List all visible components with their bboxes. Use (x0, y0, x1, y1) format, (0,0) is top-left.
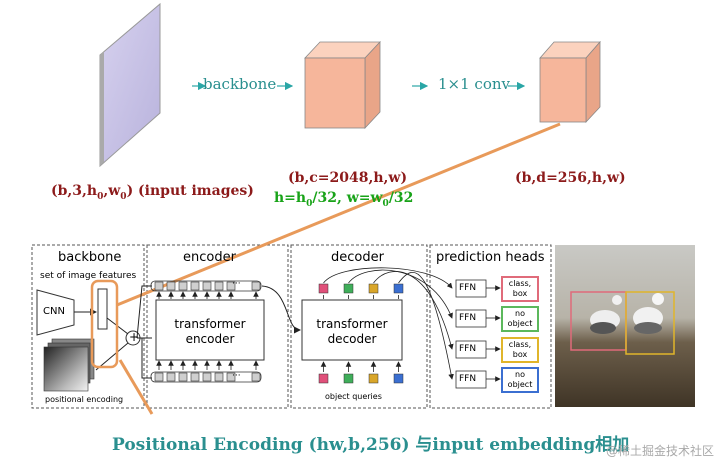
ffn-outputs (455, 276, 539, 393)
prediction-output-box (501, 306, 539, 332)
decoder-output-square (368, 283, 379, 294)
conv-dims-label: (b,d=256,h,w) (515, 170, 626, 186)
decoder-box-line2: decoder (327, 332, 377, 346)
feature-highlight-box (90, 279, 119, 369)
conv-step-label: 1×1 conv (438, 75, 510, 93)
encoder-token (166, 281, 176, 291)
object-query-square (368, 373, 379, 384)
backbone-panel-title: backbone (58, 250, 122, 265)
encoder-pos-token (178, 372, 188, 382)
backbone-hw-label: h=h0/32, w=w0/32 (274, 190, 414, 209)
positional-encoding-caption: positional encoding (45, 395, 124, 404)
transformer-decoder-box (301, 299, 403, 361)
prediction-output-box (501, 337, 539, 363)
backbone-step-label: backbone (203, 75, 277, 93)
decoder-panel (290, 244, 428, 409)
image-features-caption: set of image features (40, 271, 137, 281)
encoder-panel (146, 244, 289, 409)
encoder-pos-token (251, 372, 261, 382)
encoder-token (190, 281, 200, 291)
prediction-output-label: class,box (508, 340, 532, 359)
image-features-bar (97, 288, 108, 330)
decoder-output-squares (318, 283, 404, 299)
ffn-label: FFN (459, 344, 477, 354)
encoder-pos-token (166, 372, 176, 382)
prediction-output-label: class,box (508, 279, 532, 298)
decoder-output-square (393, 283, 404, 294)
encoder-token (251, 281, 261, 291)
cnn-label: CNN (43, 306, 65, 317)
object-queries-caption: object queries (325, 392, 382, 401)
decoder-output-square (318, 283, 329, 294)
watermark: @稀土掘金技术社区 (605, 444, 714, 458)
add-symbol: + (129, 330, 140, 344)
encoder-token (154, 281, 164, 291)
ffn-box (455, 309, 487, 328)
encoder-pos-tokens (154, 372, 261, 382)
seagull-photo (555, 245, 695, 407)
transformer-encoder-box (155, 299, 265, 361)
backbone-dims-label: (b,c=2048,h,w) (288, 170, 408, 186)
conv-feature-cube (539, 40, 601, 124)
prediction-heads-panel (429, 244, 552, 409)
cnn-block (36, 289, 75, 336)
encoder-pos-token (202, 372, 212, 382)
input-dims-label: (b,3,h0,w0) (input images) (51, 183, 254, 202)
bottom-caption: Positional Encoding (hw,b,256) 与input em… (112, 435, 630, 455)
encoder-token (202, 281, 212, 291)
ffn-label: FFN (459, 313, 477, 323)
object-query-square (393, 373, 404, 384)
encoder-pos-token (214, 372, 224, 382)
ffn-box (455, 279, 487, 298)
backbone-feature-cube (304, 40, 381, 130)
ffn-label: FFN (459, 374, 477, 384)
object-query-square (343, 373, 354, 384)
encoder-pos-token (226, 372, 236, 382)
backbone-panel (31, 244, 145, 409)
encoder-top-dots: ··· (232, 279, 241, 289)
ffn-box (455, 370, 487, 389)
encoder-input-tokens (154, 281, 261, 291)
ffn-box (455, 340, 487, 359)
encoder-bottom-dots: ··· (232, 371, 241, 381)
encoder-panel-title: encoder (183, 250, 236, 265)
decoder-box-line1: transformer (316, 317, 388, 331)
positional-encoding-stack (43, 338, 95, 392)
encoder-box-line2: encoder (185, 332, 235, 346)
prediction-output-box (501, 367, 539, 393)
encoder-box-line1: transformer (174, 317, 246, 331)
decoder-panel-title: decoder (331, 250, 384, 265)
encoder-pos-token (190, 372, 200, 382)
object-query-squares (318, 361, 404, 384)
decoder-output-square (343, 283, 354, 294)
highlight-link-to-caption (118, 359, 154, 415)
encoder-token (214, 281, 224, 291)
input-image-plane (99, 2, 161, 168)
highlight-link-to-conv (116, 122, 561, 307)
encoder-pos-token (154, 372, 164, 382)
encoder-token (226, 281, 236, 291)
prediction-output-box (501, 276, 539, 302)
ffn-label: FFN (459, 283, 477, 293)
prediction-heads-title: prediction heads (436, 250, 545, 265)
object-query-square (318, 373, 329, 384)
encoder-token (178, 281, 188, 291)
